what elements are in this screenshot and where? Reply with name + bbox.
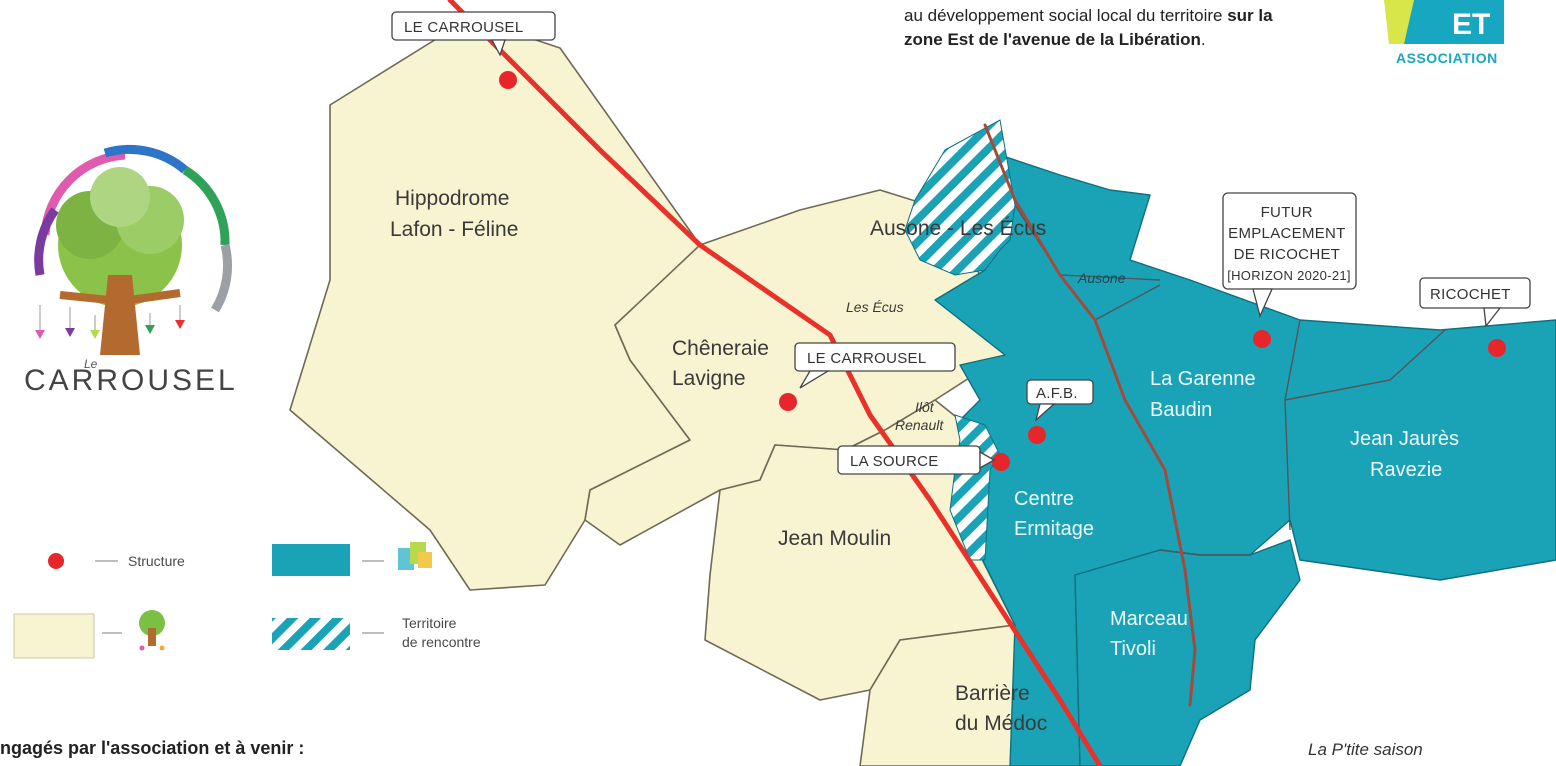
svg-text:ET: ET [1452,8,1490,41]
callout-carrousel-mid: LE CARROUSEL [794,342,956,389]
svg-text:LA SOURCE: LA SOURCE [850,453,939,470]
svg-text:LE CARROUSEL: LE CARROUSEL [807,350,926,367]
footer-section-heading: ngagés par l'association et à venir : [0,738,305,758]
svg-text:RICOCHET: RICOCHET [1430,286,1511,303]
logo-le-text: Le [84,357,98,371]
callout-la-source: LA SOURCE [837,445,996,475]
label-ausone: Ausone [1077,270,1126,286]
structure-dot-carrousel-mid [779,393,797,411]
svg-text:A.F.B.: A.F.B. [1036,385,1078,402]
zone-teal-south [1074,539,1301,766]
callout-carrousel-top: LE CARROUSEL [391,11,556,57]
structure-dot-afb [1028,426,1046,444]
footer-caption: La P'tite saison [1308,740,1423,759]
intro-line2-bold: zone Est de l'avenue de la Libération [904,30,1201,49]
label-jean-moulin: Jean Moulin [778,527,891,550]
callout-ricochet: RICOCHET [1419,277,1531,328]
callout-futur-text: FUTUR EMPLACEMENT DE RICOCHET [HORIZON 2… [1227,204,1351,283]
association-badge-icon: ET [1384,0,1504,44]
structure-dot-la-source [992,453,1010,471]
svg-text:Structure: Structure [128,553,185,569]
callout-futur-ricochet: FUTUR EMPLACEMENT DE RICOCHET [HORIZON 2… [1222,192,1357,318]
structure-dot-futur-ricochet [1253,330,1271,348]
callout-afb: A.F.B. [1026,379,1094,422]
association-word: ASSOCIATION [1396,50,1498,66]
zone-territoire-rencontre-north [904,119,1016,276]
intro-line1: au développement social local du territo… [904,6,1228,25]
svg-text:LE CARROUSEL: LE CARROUSEL [404,19,523,36]
intro-text: au développement social local du territo… [904,4,1344,52]
carrousel-logo [34,144,233,355]
logo-carrousel-text: CARROUSEL [24,364,238,397]
carrousel-tree-icon [139,610,165,651]
structure-dot-carrousel-top [499,71,517,89]
intro-line1-bold: sur la [1227,6,1273,25]
avenue-liberation-line [447,0,1103,766]
ensemble-association-icon [398,542,432,570]
label-ausone-les-ecus: Ausone - Les Écus [870,217,1046,240]
zone-boundary-line [983,123,1197,707]
label-les-ecus: Les Écus [846,299,904,315]
structure-dot-ricochet [1488,339,1506,357]
intro-line2-end: . [1200,30,1206,49]
